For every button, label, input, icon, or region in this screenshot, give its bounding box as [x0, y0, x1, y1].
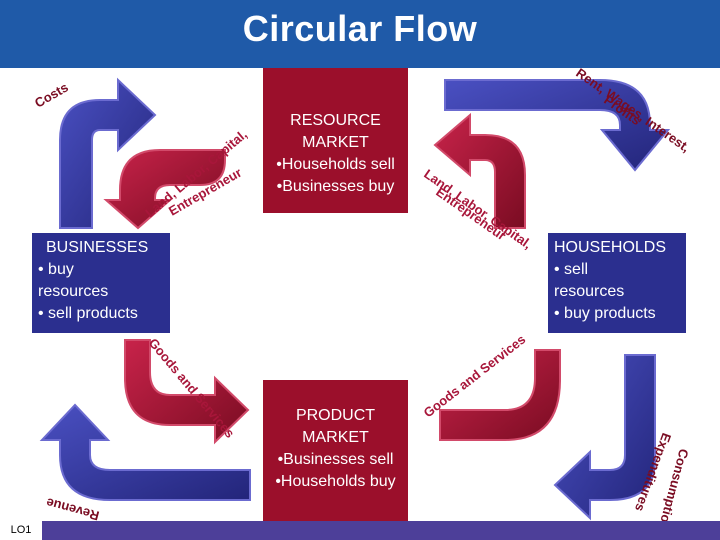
costs-label: Costs: [32, 80, 71, 111]
households-line-3: resources: [554, 283, 625, 300]
footer-bar: [0, 521, 720, 540]
businesses-box: BUSINESSES • buy resources • sell produc…: [32, 233, 170, 333]
product-market-line-1: PRODUCT: [295, 407, 376, 424]
consumption-arrow: [553, 354, 656, 521]
goods-to-household-arrow: [439, 349, 561, 441]
header-bar: [0, 0, 720, 68]
revenue-arrow: [39, 403, 251, 501]
households-line-2: • sell: [554, 261, 589, 278]
product-market-line-4: •Households buy: [275, 473, 396, 490]
resource-market-line-2: MARKET: [302, 134, 369, 151]
households-line-4: • buy products: [554, 305, 656, 322]
product-market-line-3: •Businesses sell: [277, 451, 394, 468]
businesses-line-1: BUSINESSES: [46, 239, 149, 256]
resources-from-household-arrow: [433, 112, 526, 229]
households-line-1: HOUSEHOLDS: [554, 239, 667, 256]
households-box: HOUSEHOLDS • sell resources • buy produc…: [548, 233, 686, 333]
income-arrow: [444, 78, 671, 172]
businesses-line-4: • sell products: [38, 305, 138, 322]
costs-arrow: [59, 77, 157, 229]
resources-to-business-arrow: [103, 149, 226, 230]
businesses-line-3: resources: [38, 283, 109, 300]
product-market-box: PRODUCT MARKET •Businesses sell •Househo…: [263, 380, 408, 525]
goods-services-right-label: Goods and Services: [421, 332, 529, 421]
goods-from-business-arrow: [124, 339, 250, 445]
resource-market-line-3: •Households sell: [276, 156, 395, 173]
resource-market-line-1: RESOURCE: [290, 112, 381, 129]
resource-market-box: RESOURCE MARKET •Households sell •Busine…: [263, 68, 408, 213]
businesses-line-2: • buy: [38, 261, 74, 278]
slide-title: Circular Flow: [242, 8, 478, 49]
revenue-label: Revenue: [45, 495, 101, 524]
resource-market-line-4: •Businesses buy: [276, 178, 395, 195]
product-market-line-2: MARKET: [302, 429, 369, 446]
learning-objective-label: LO1: [0, 521, 42, 540]
